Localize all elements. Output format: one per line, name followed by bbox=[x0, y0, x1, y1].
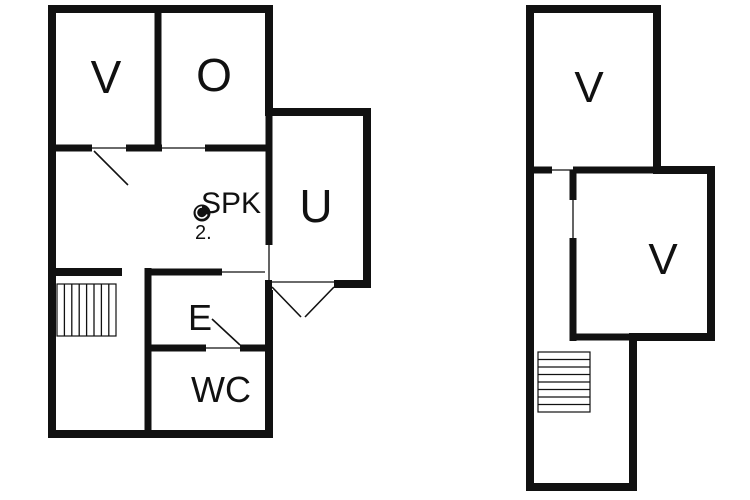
interior-wall bbox=[144, 268, 152, 434]
room-label-v: V bbox=[91, 51, 122, 103]
interior-wall bbox=[151, 268, 222, 276]
room-label-v-right: V bbox=[648, 235, 678, 284]
interior-wall bbox=[205, 144, 269, 152]
interior-wall bbox=[48, 268, 122, 276]
door-swing bbox=[271, 286, 302, 318]
interior-wall bbox=[573, 333, 633, 341]
stove-spiral bbox=[195, 206, 208, 219]
door-swing bbox=[93, 150, 129, 186]
floorplan-right: V V bbox=[526, 5, 715, 491]
room-label-o: O bbox=[196, 49, 232, 101]
interior-wall bbox=[530, 166, 552, 174]
interior-wall bbox=[151, 344, 206, 352]
exterior-wall bbox=[526, 5, 715, 491]
interior-wall bbox=[52, 144, 92, 152]
room-label-v-top: V bbox=[574, 63, 604, 112]
interior-wall bbox=[240, 344, 269, 352]
stairs-icon bbox=[56, 283, 117, 337]
exterior-wall bbox=[48, 5, 371, 438]
door-swing bbox=[304, 286, 335, 318]
room-label-wc: WC bbox=[191, 369, 251, 410]
door-swing bbox=[211, 318, 241, 346]
interior-wall bbox=[154, 9, 162, 148]
interior-wall bbox=[265, 112, 273, 245]
interior-wall bbox=[126, 144, 162, 152]
interior-wall bbox=[573, 166, 657, 174]
stove-number: 2. bbox=[195, 222, 212, 244]
room-label-e: E bbox=[188, 297, 212, 338]
stove-icon bbox=[193, 204, 211, 222]
door-opening bbox=[272, 278, 334, 290]
stairs-icon bbox=[537, 351, 591, 413]
interior-wall bbox=[569, 170, 577, 200]
floorplan-left: V O SPK 2. U E WC bbox=[48, 5, 371, 438]
room-label-u: U bbox=[299, 180, 332, 232]
interior-wall bbox=[569, 238, 577, 341]
room-label-spk: SPK bbox=[201, 187, 261, 220]
